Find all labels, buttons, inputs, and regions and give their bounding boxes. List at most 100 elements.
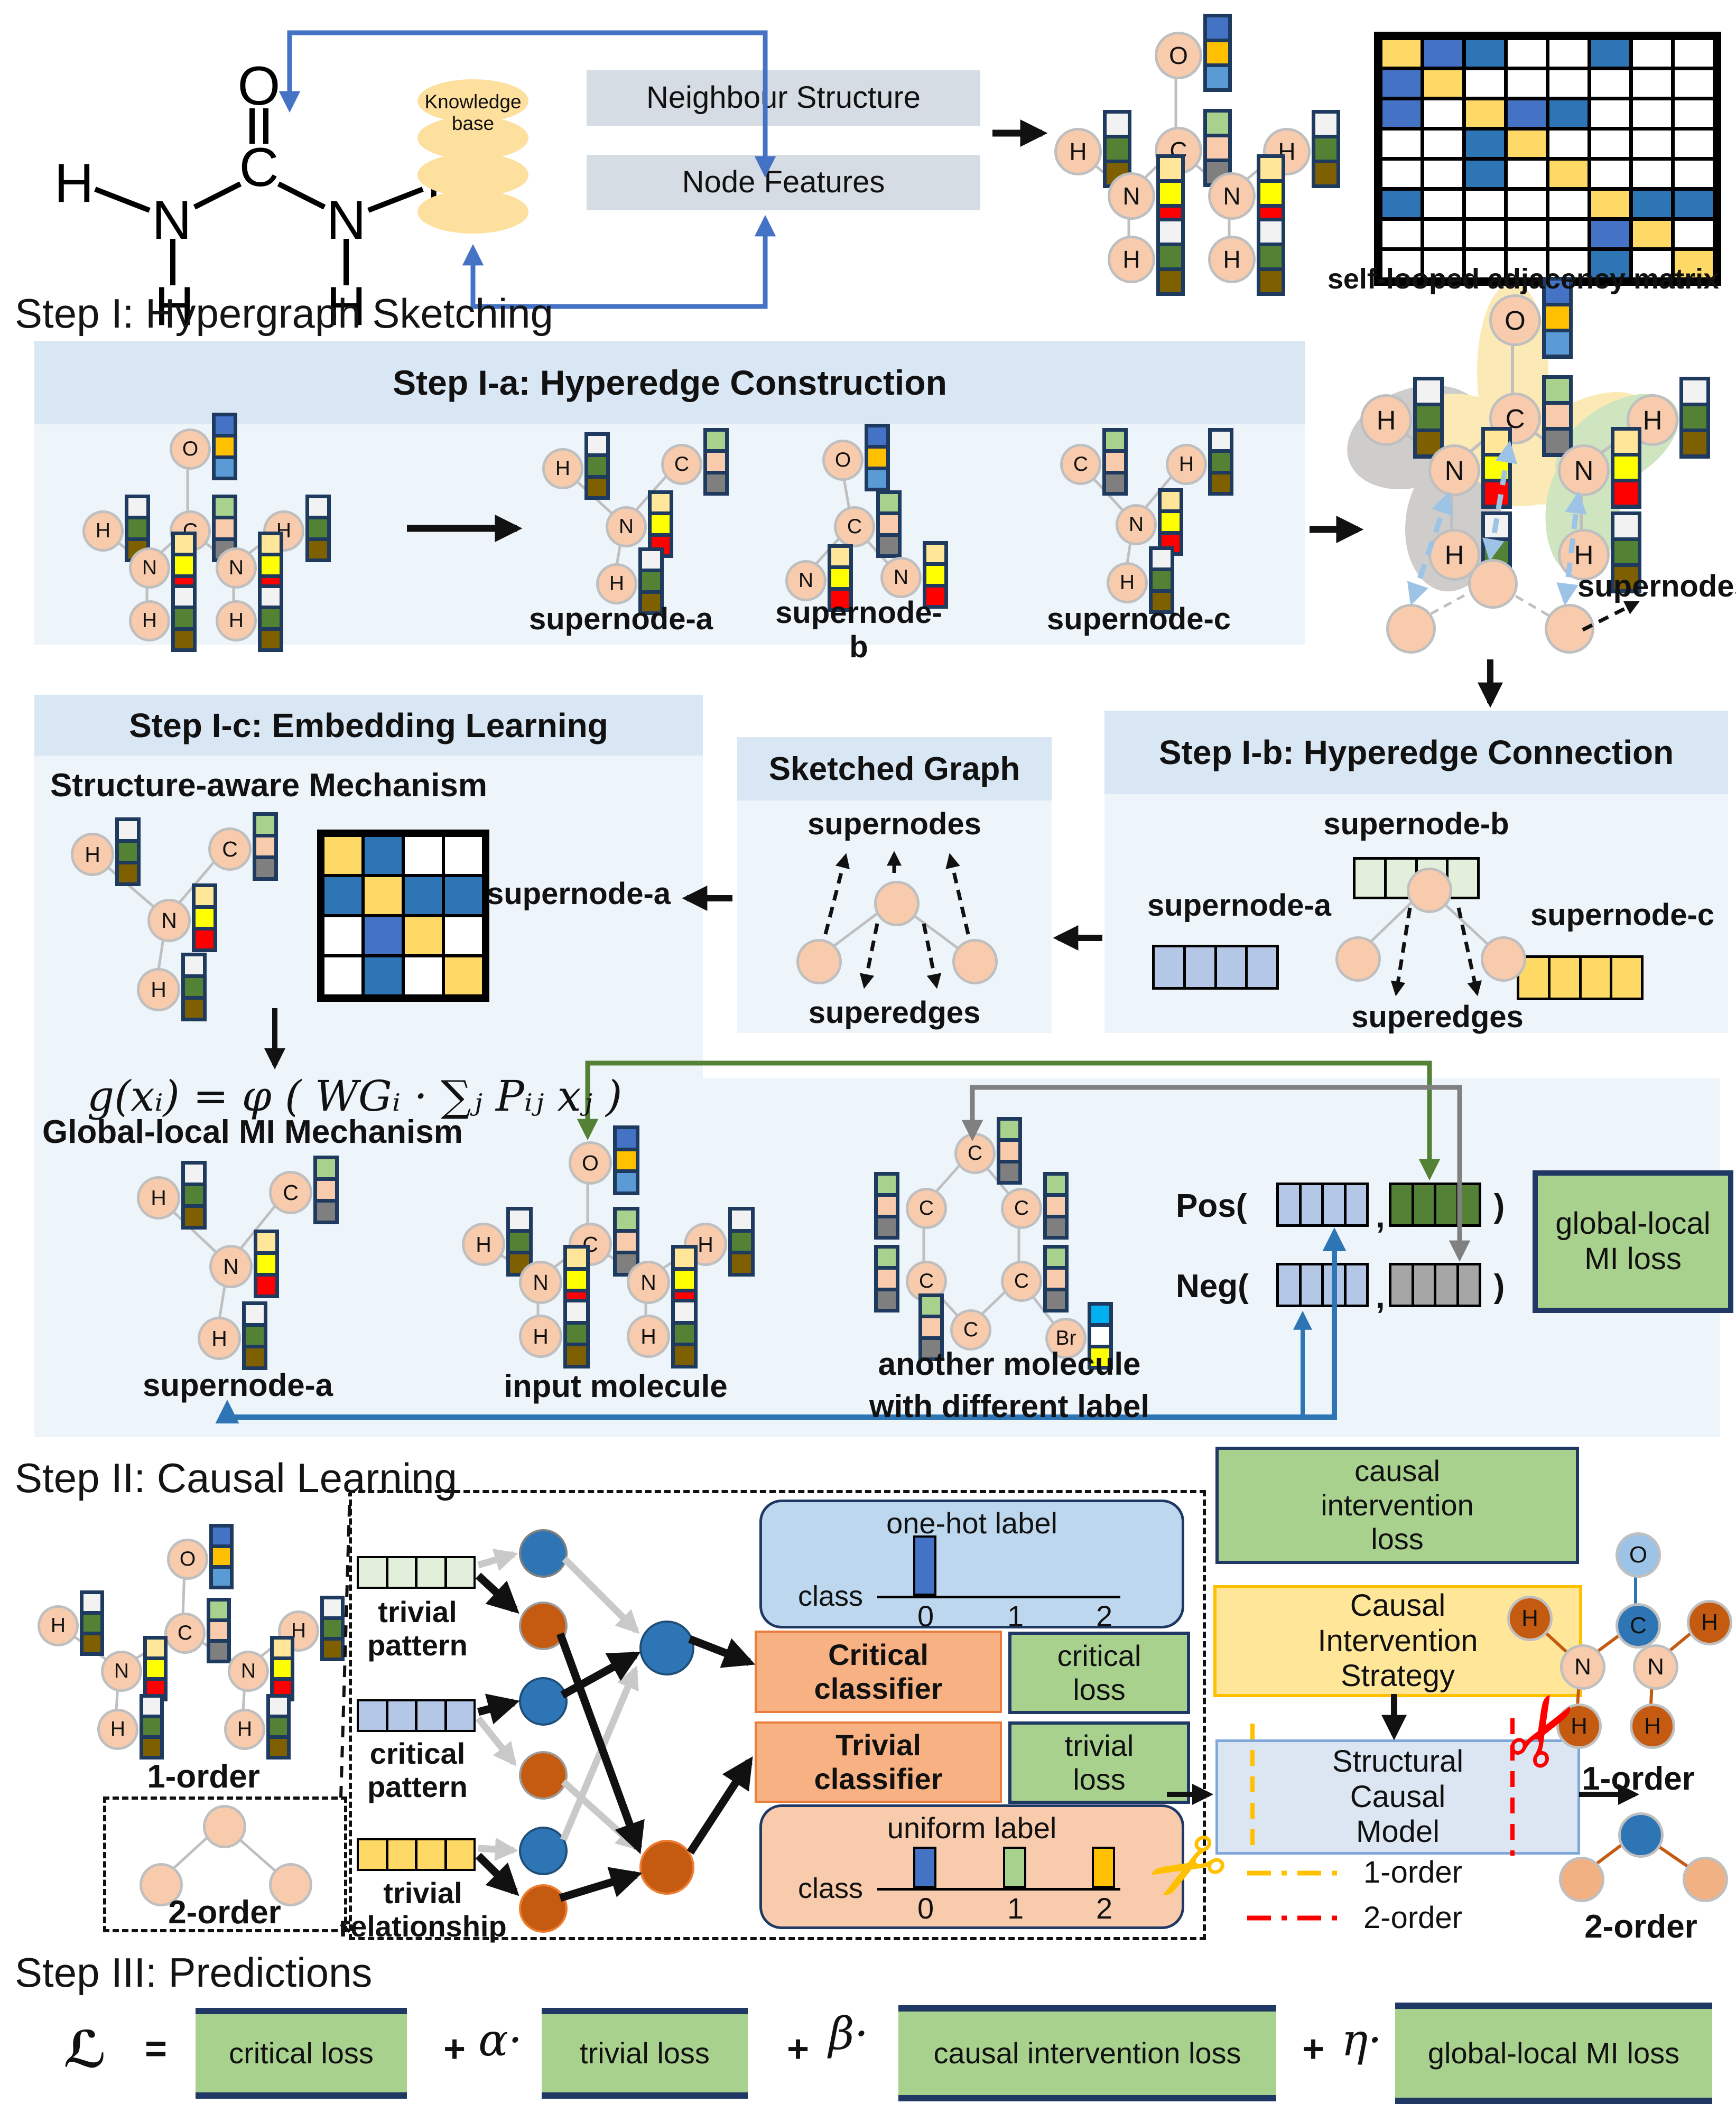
atom-node: C <box>1001 1188 1042 1229</box>
class-tick: 2 <box>1096 1599 1113 1633</box>
atom-node: H <box>137 968 180 1011</box>
feature-bar <box>253 812 278 881</box>
node-features-label: Node Features <box>682 165 885 200</box>
supernode-a-label-1a: supernode-a <box>528 602 713 636</box>
feature-cell <box>119 843 137 861</box>
feature-cell <box>147 1660 164 1677</box>
atom-node: H <box>71 833 114 876</box>
matrix-cell <box>405 877 442 914</box>
matrix-cell <box>324 837 361 874</box>
alpha-coef: α· <box>478 2014 523 2066</box>
atom-node: N <box>1558 444 1610 496</box>
ci-loss-term-box: causal intervention loss <box>898 2005 1276 2101</box>
feature-cell <box>83 1615 100 1632</box>
matrix-cell <box>1591 161 1629 187</box>
vector-cell <box>1414 1265 1434 1305</box>
matrix-cell <box>1508 251 1546 277</box>
feature-cell <box>868 449 886 467</box>
vector-cell <box>1414 1185 1434 1224</box>
atom-node: O <box>822 440 864 481</box>
feature-bar <box>728 1207 755 1277</box>
matrix-cell <box>1508 40 1546 67</box>
atom-node: C <box>208 827 252 871</box>
svg-text:H: H <box>54 153 94 214</box>
feature-cell <box>262 556 280 574</box>
loss-symbol: ℒ <box>63 2019 107 2079</box>
matrix-cell <box>1508 191 1546 217</box>
feature-cell <box>175 556 193 574</box>
feature-cell <box>642 593 660 611</box>
matrix-cell <box>1466 221 1504 247</box>
label-bar <box>1003 1847 1026 1888</box>
feature-cell <box>588 436 606 454</box>
supernode-c-label-1b: supernode-c <box>1530 898 1715 932</box>
feature-cell <box>1207 17 1228 39</box>
critical-loss-line1: critical <box>1057 1638 1141 1672</box>
feature-cell <box>256 837 274 855</box>
feature-bar <box>242 1301 267 1370</box>
feature-cell <box>257 1233 275 1251</box>
atom-node <box>1407 868 1452 913</box>
pattern-word: pattern <box>367 1770 468 1803</box>
atom-node: O <box>1489 294 1541 346</box>
atom-node <box>1335 936 1381 982</box>
trivial-word: trivial <box>378 1595 457 1628</box>
feature-cell <box>1546 306 1569 329</box>
atom-node <box>874 881 920 926</box>
matrix-cell <box>1633 70 1671 97</box>
vector-cell <box>1550 958 1579 998</box>
matrix-cell <box>405 957 442 994</box>
atom-node: C <box>1001 1261 1042 1302</box>
feature-cell <box>732 1232 751 1251</box>
feature-cell <box>1485 515 1508 537</box>
feature-cell <box>324 1620 341 1637</box>
matrix-cell <box>405 837 442 874</box>
atom-node: N <box>228 1651 269 1692</box>
feature-cell <box>1212 453 1230 471</box>
atom-node: H <box>97 1709 138 1750</box>
feature-cell <box>257 1255 275 1273</box>
atom-node <box>796 939 842 984</box>
feature-cell <box>510 1232 529 1251</box>
feature-cell <box>878 1197 896 1215</box>
step2-heading: Step II: Causal Learning <box>15 1455 457 1501</box>
feature-cell <box>196 887 213 905</box>
matrix-cell <box>1382 40 1421 67</box>
feature-cell <box>652 515 670 533</box>
feature-cell <box>317 1181 335 1199</box>
feature-cell <box>588 457 606 475</box>
vector-cell <box>417 1558 444 1587</box>
nn-neuron-blue <box>519 1827 568 1875</box>
feature-cell <box>257 1277 275 1295</box>
feature-cell <box>83 1635 100 1652</box>
vector-cell <box>447 1840 474 1869</box>
atom-node: H <box>1507 1596 1553 1641</box>
vector-cell <box>1436 1185 1456 1224</box>
mi-loss-line1: global-local <box>1555 1206 1711 1241</box>
matrix-cell <box>365 837 402 874</box>
matrix-cell <box>445 837 482 874</box>
feature-cell <box>588 478 606 496</box>
feature-cell <box>1047 1270 1065 1288</box>
scm-line2: Causal <box>1350 1779 1446 1814</box>
feature-cell <box>1614 541 1638 564</box>
feature-cell <box>185 1208 203 1226</box>
feature-bar <box>1611 511 1641 593</box>
step1a-title: Step I-a: Hyperedge Construction <box>393 363 947 402</box>
feature-cell <box>1207 113 1228 134</box>
atom-node: N <box>606 506 647 547</box>
supernode-c-label-1a: supernode-c <box>1046 602 1231 636</box>
vector-cell <box>1581 958 1610 998</box>
matrix-cell <box>1591 221 1629 247</box>
trivial-loss-line2: loss <box>1073 1763 1126 1796</box>
feature-cell <box>1485 430 1508 453</box>
step1b-header: Step I-b: Hyperedge Connection <box>1104 711 1728 794</box>
class-axis-label: class <box>798 1580 864 1612</box>
feature-cell <box>1260 221 1282 243</box>
feature-cell <box>1160 271 1181 292</box>
supernode-a-matrix <box>317 830 489 1002</box>
feature-bar <box>874 1172 899 1240</box>
neg-label: Neg( <box>1176 1268 1249 1305</box>
